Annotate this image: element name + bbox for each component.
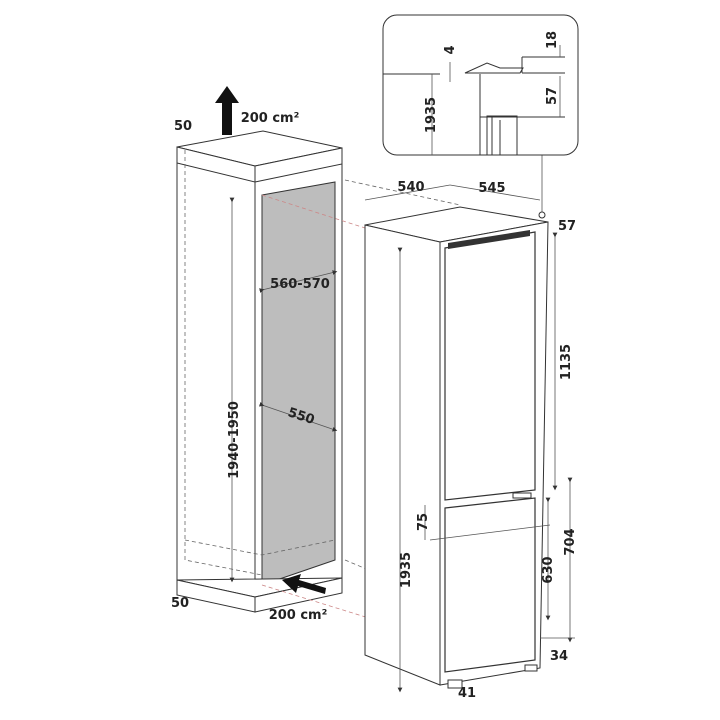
niche-height-label: 1940-1950: [227, 401, 242, 479]
upper-door: [444, 231, 536, 501]
lower-door-label: 630: [541, 556, 556, 583]
top-hinge-strip: [448, 230, 530, 249]
bottom-offset-label: 34: [550, 649, 568, 664]
fridge: [364, 206, 549, 689]
fridge-dimensions: 1935 1135 704 630 75 34 41 540 545 57: [364, 155, 578, 701]
appliance-width-label: 540: [397, 180, 424, 195]
detail-inset: 1935 4 18 57: [382, 14, 579, 156]
inset-top-label: 18: [545, 31, 560, 49]
inset-gap-label: 4: [443, 45, 458, 54]
door-gap-label: 75: [416, 513, 431, 531]
niche-cavity: [261, 181, 336, 586]
niche-dimensions: 1940-1950 560-570 550 50 50 200 cm² 200 …: [171, 86, 338, 623]
total-height-label: 1935: [399, 552, 414, 588]
lower-section-label: 704: [563, 528, 578, 555]
bottom-vent-label: 200 cm²: [269, 608, 328, 623]
appliance-depth-label: 545: [478, 181, 505, 196]
foot: [447, 679, 463, 689]
top-vent-label: 200 cm²: [241, 111, 300, 126]
foot-label: 41: [458, 686, 476, 701]
inset-height-label: 1935: [424, 97, 439, 133]
hinge: [512, 492, 532, 499]
niche-width-label: 560-570: [270, 277, 330, 292]
lower-door: [444, 497, 536, 673]
top-offset-label: 57: [558, 219, 576, 234]
vent-up-arrow-icon: [215, 86, 239, 135]
vent-in-arrow-icon: [282, 574, 326, 594]
bottom-clearance-label: 50: [171, 596, 189, 611]
inset-offset-label: 57: [545, 87, 560, 105]
upper-door-label: 1135: [559, 344, 574, 380]
top-clearance-label: 50: [174, 119, 192, 134]
fridge-side: [364, 224, 441, 686]
